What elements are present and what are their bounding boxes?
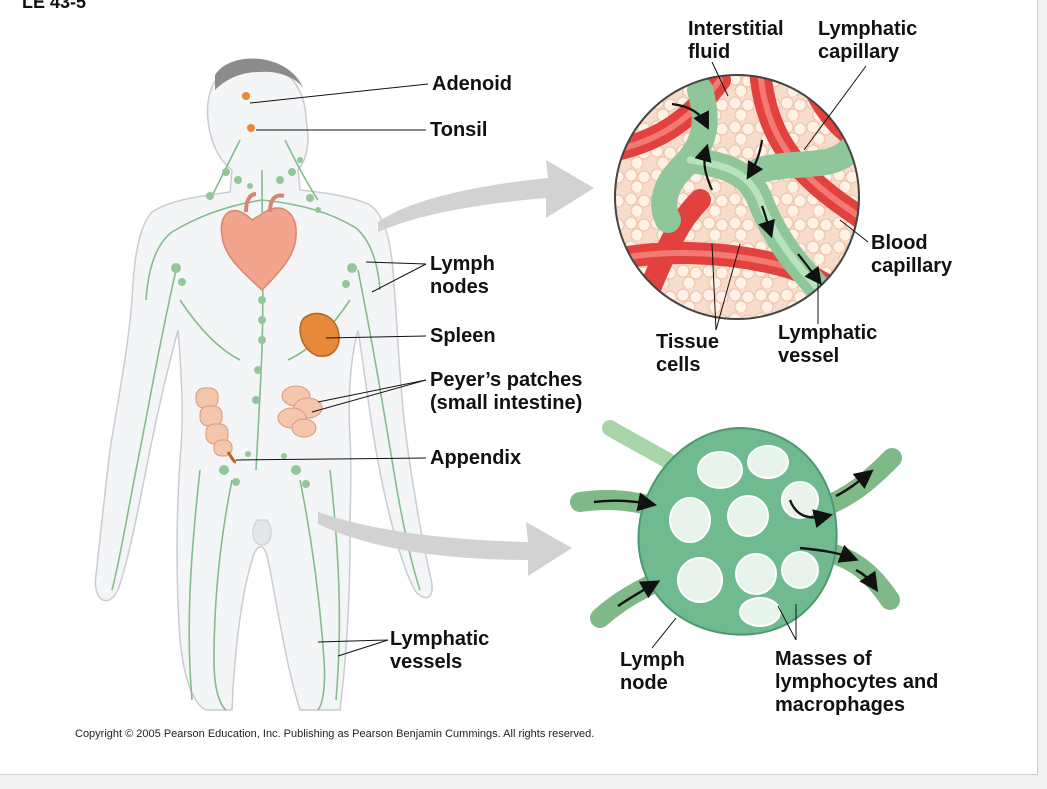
label-tonsil: Tonsil bbox=[430, 119, 488, 141]
leader-lines bbox=[235, 61, 869, 657]
label-spleen: Spleen bbox=[430, 325, 496, 347]
zoom-arrow-lower bbox=[318, 512, 572, 576]
copyright-notice: Copyright © 2005 Pearson Education, Inc.… bbox=[75, 728, 595, 740]
lymph-node-closeup bbox=[570, 420, 902, 636]
capillary-closeup bbox=[614, 74, 860, 320]
figure-id: LE 43-5 bbox=[22, 0, 87, 12]
illustration bbox=[94, 58, 902, 711]
zoom-arrow-upper bbox=[378, 160, 594, 232]
label-peyers-patches: Peyer’s patches(small intestine) bbox=[430, 369, 583, 414]
label-appendix: Appendix bbox=[430, 447, 522, 469]
label-adenoid: Adenoid bbox=[432, 73, 512, 95]
human-figure bbox=[94, 58, 433, 711]
slide: LE 43-5 bbox=[0, 0, 1038, 775]
